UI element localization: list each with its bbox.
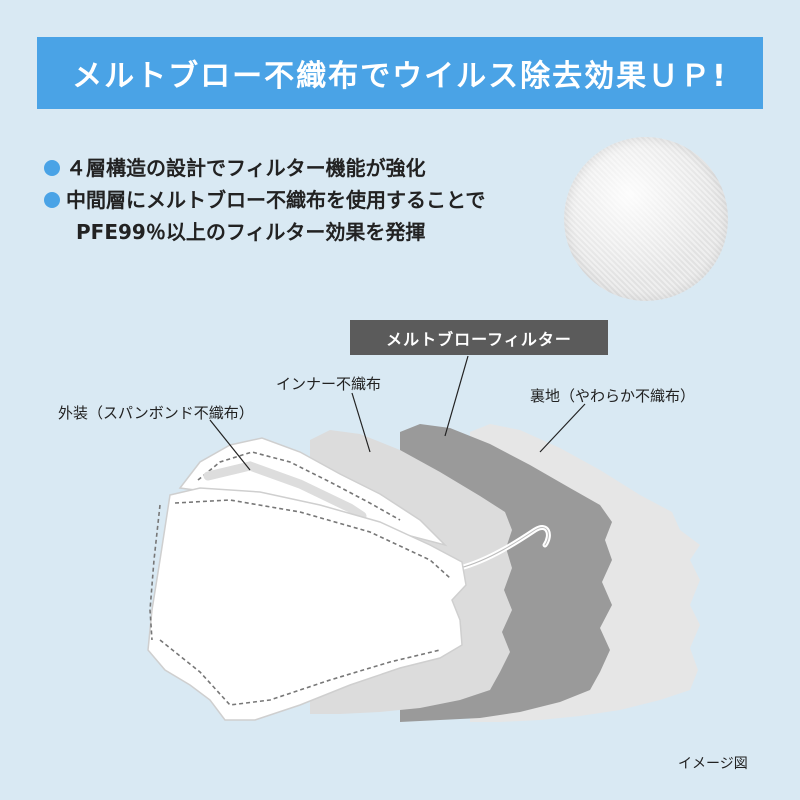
feature-item: 中間層にメルトブロー不織布を使用することで PFE99％以上のフィルター効果を発… [44,184,564,248]
banner-title: メルトブロー不織布でウイルス除去効果ＵＰ! [72,59,728,94]
back-layer-label: 裏地（やわらか不織布） [530,387,696,405]
inner-layer-label: インナー不織布 [276,375,382,393]
header-banner: メルトブロー不織布でウイルス除去効果ＵＰ! [37,37,763,109]
inner-leader-line [351,392,371,453]
back-leader-line [539,403,586,453]
outer-leader-line [209,419,251,471]
bullet-dot-icon [44,160,60,176]
ear-loop-outline [459,527,549,569]
feature-text: PFE99％以上のフィルター効果を発揮 [76,220,426,244]
feature-list: ４層構造の設計でフィルター機能が強化 中間層にメルトブロー不織布を使用することで… [44,152,564,248]
meltblown-leader-line [444,355,469,437]
image-caption: イメージ図 [678,756,748,772]
fabric-closeup-image [564,137,728,301]
bullet-dot-icon [44,192,60,208]
feature-text: 中間層にメルトブロー不織布を使用することで [66,188,486,212]
meltblown-label-text: メルトブローフィルター [386,329,572,349]
mask-side-stitch [149,504,161,641]
nose-wire-shape [203,461,367,521]
mask-body-shape [147,487,467,721]
feature-item: ４層構造の設計でフィルター機能が強化 [44,152,564,184]
mask-top-stitch [197,451,401,521]
meltblown-label: メルトブローフィルター [350,320,608,355]
mask-body-stitch [159,499,451,706]
outer-layer-label: 外装（スパンボンド不織布） [58,404,254,422]
feature-text: ４層構造の設計でフィルター機能が強化 [66,156,426,180]
